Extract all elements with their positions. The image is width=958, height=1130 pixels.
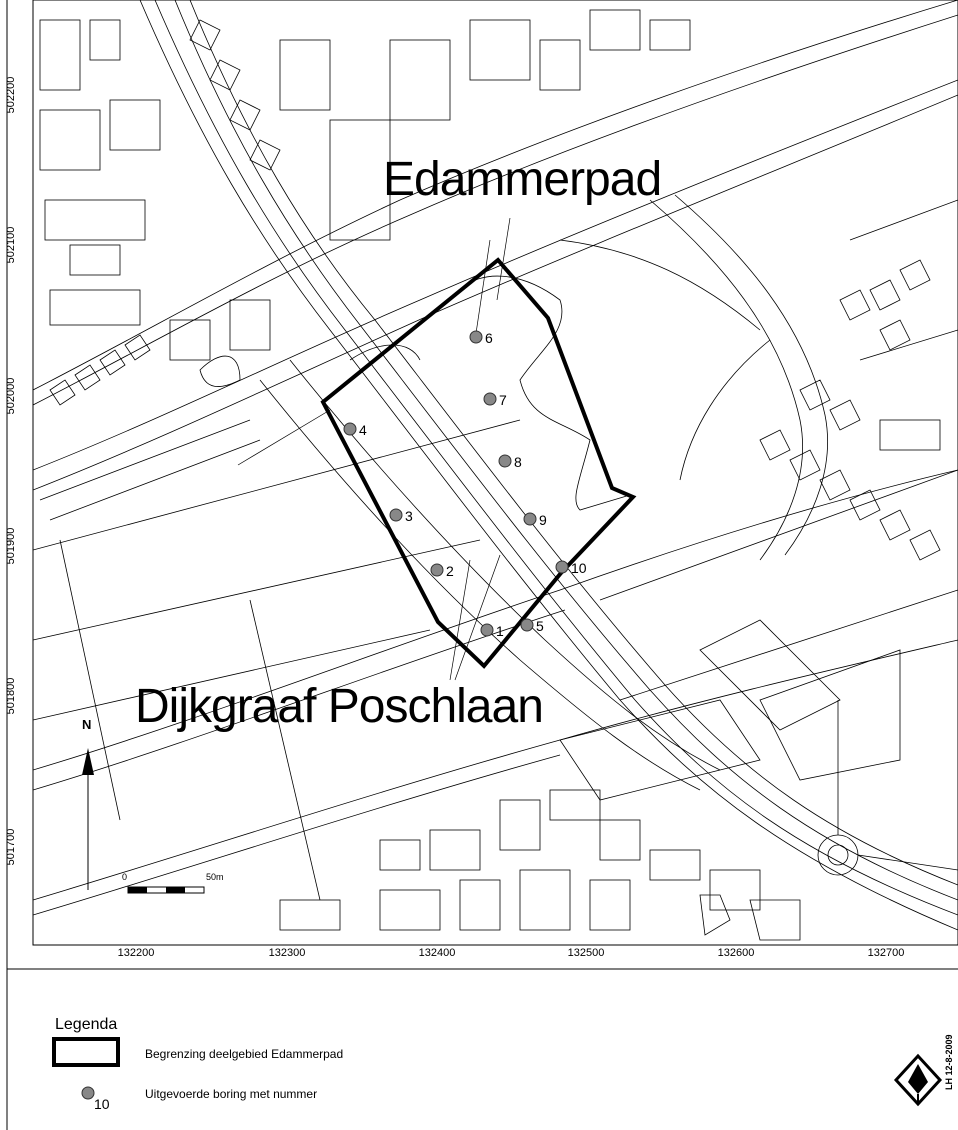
borehole-label: 6: [485, 330, 493, 346]
legend-borehole-number: 10: [94, 1096, 110, 1112]
x-tick-label: 132200: [117, 947, 155, 959]
borehole-marker: [555, 560, 569, 574]
legend-borehole-symbol: [81, 1086, 95, 1100]
x-tick-label: 132400: [418, 947, 456, 959]
x-tick-label: 132300: [268, 947, 306, 959]
north-label: N: [82, 717, 92, 732]
y-tick-label: 502200: [5, 76, 17, 114]
buildings-south: [279, 699, 801, 941]
borehole-label: 4: [359, 422, 367, 438]
borehole-label: 5: [536, 618, 544, 634]
y-tick-label: 501700: [5, 828, 17, 866]
borehole-label: 10: [571, 560, 587, 576]
borehole-marker: [343, 422, 357, 436]
borehole-label: 9: [539, 512, 547, 528]
borehole-marker: [498, 454, 512, 468]
logo-date-text: LH 12-8-2009: [944, 1034, 954, 1090]
y-tick-label: 501900: [5, 527, 17, 565]
street-label-edammerpad: Edammerpad: [383, 153, 662, 206]
scale-bar: [127, 886, 205, 894]
x-tick-label: 132700: [867, 947, 905, 959]
borehole-label: 8: [514, 454, 522, 470]
borehole-label: 2: [446, 563, 454, 579]
borehole-marker: [430, 563, 444, 577]
legend-boundary-swatch: [52, 1037, 120, 1067]
scale-start-label: 0: [122, 872, 128, 882]
borehole-group: 1 2 3 4 5 6 7 8 9 10: [343, 330, 587, 639]
map-linework: [33, 0, 958, 941]
scale-end-label: 50m: [206, 872, 224, 882]
borehole-marker: [389, 508, 403, 522]
borehole-label: 3: [405, 508, 413, 524]
buildings-nw: [39, 9, 691, 521]
borehole-marker: [469, 330, 483, 344]
y-tick-label: 502000: [5, 377, 17, 415]
x-tick-label: 132600: [717, 947, 755, 959]
street-label-dijkgraaf-poschlaan: Dijkgraaf Poschlaan: [135, 680, 544, 733]
borehole-marker: [520, 618, 534, 632]
legend-title: Legenda: [55, 1016, 118, 1033]
x-tick-label: 132500: [567, 947, 605, 959]
map-frame: [32, 0, 958, 946]
borehole-marker: [483, 392, 497, 406]
y-tick-label: 501800: [5, 677, 17, 715]
borehole-label: 1: [496, 623, 504, 639]
borehole-label: 7: [499, 392, 507, 408]
y-tick-label: 502100: [5, 226, 17, 264]
borehole-marker: [480, 623, 494, 637]
buildings-east: [759, 199, 958, 561]
legend-borehole-label: Uitgevoerde boring met nummer: [145, 1087, 318, 1101]
trowel-diamond-icon: [893, 1053, 943, 1107]
legend-boundary-label: Begrenzing deelgebied Edammerpad: [145, 1047, 344, 1061]
borehole-marker: [523, 512, 537, 526]
north-arrow-icon: [82, 748, 94, 890]
